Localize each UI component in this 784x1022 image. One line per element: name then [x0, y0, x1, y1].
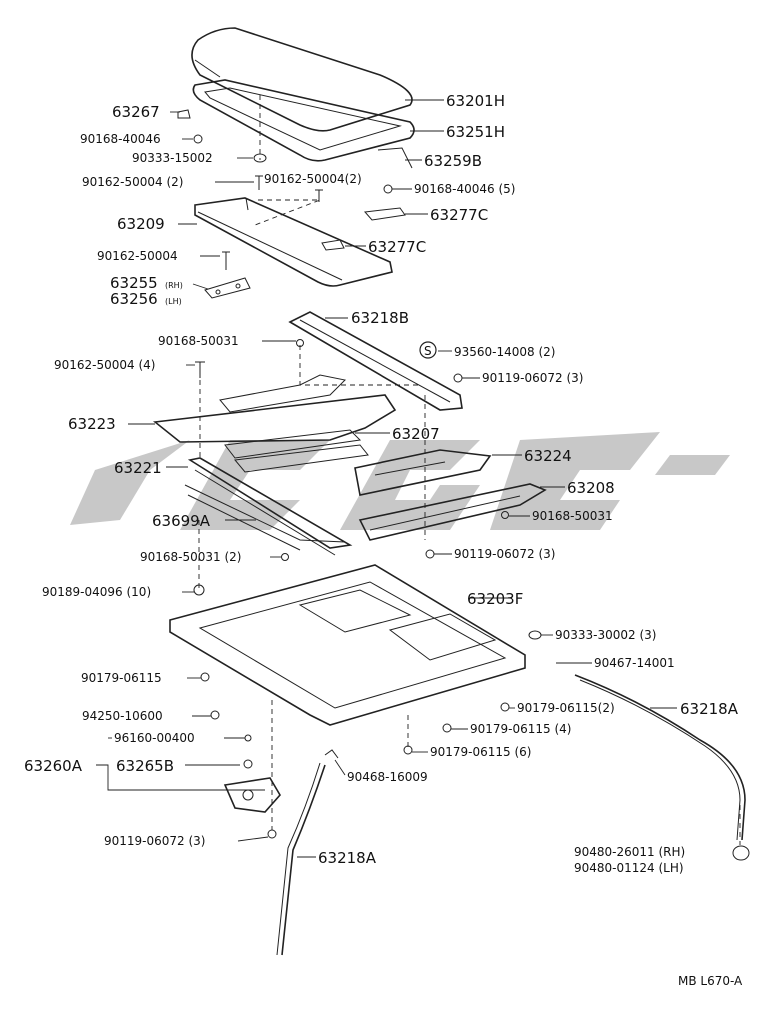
watermark-shape-1	[70, 440, 190, 525]
label-63221: 63221	[114, 459, 162, 477]
bracket-63277C-b	[321, 239, 345, 251]
label-63259B: 63259B	[424, 152, 482, 170]
diagram-code: MB L670-A	[678, 974, 743, 988]
guide-63699A	[184, 484, 346, 551]
label-63260A: 63260A	[24, 757, 83, 775]
label-93560-14008: 93560-14008 (2)	[454, 345, 556, 359]
holder-63255-63256	[204, 277, 251, 299]
label-93560-symbol: S	[424, 344, 432, 358]
label-90162-50004-4: 90162-50004 (4)	[54, 358, 156, 372]
clip-90179-06115-2	[500, 702, 510, 712]
drain-hose-63218A-lh	[276, 762, 326, 956]
label-90168-50031-2: 90168-50031 (2)	[140, 550, 242, 564]
label-90480-01124: 90480-01124 (LH)	[574, 861, 684, 875]
screw-90162-50004-b	[315, 189, 323, 202]
screw-90168-50031-c	[281, 553, 289, 561]
clip-90179-06115-a	[200, 672, 210, 682]
label-90168-40046-5: 90168-40046 (5)	[414, 182, 516, 196]
label-90179-06115-2: 90179-06115(2)	[517, 701, 615, 715]
label-90119-06072-b: 90119-06072 (3)	[454, 547, 556, 561]
label-63223: 63223	[68, 415, 116, 433]
bracket-63277C-a	[363, 207, 406, 221]
slider-63224	[354, 449, 492, 496]
label-90162-50004: 90162-50004	[97, 249, 178, 263]
screw-90162-50004-a	[255, 175, 263, 190]
label-90179-06115-4: 90179-06115 (4)	[470, 722, 572, 736]
drain-hose-63218A-rh	[574, 674, 746, 841]
clip-90333-30002	[528, 630, 542, 640]
label-63699A: 63699A	[152, 512, 211, 530]
label-63256: 63256	[110, 290, 158, 308]
label-63277C-b: 63277C	[368, 238, 426, 256]
label-63209: 63209	[117, 215, 165, 233]
label-63255-rh: (RH)	[165, 281, 183, 290]
label-63201H: 63201H	[446, 92, 505, 110]
label-90480-26011: 90480-26011 (RH)	[574, 845, 685, 859]
rail-63218B	[288, 311, 463, 411]
label-63277C-a: 63277C	[430, 206, 488, 224]
label-90168-50031-b: 90168-50031	[532, 509, 613, 523]
label-63265B: 63265B	[116, 757, 174, 775]
pin-96160-00400	[244, 734, 252, 742]
label-90168-50031-a: 90168-50031	[158, 334, 239, 348]
label-90333-15002: 90333-15002	[132, 151, 213, 165]
screw-90168-40046	[193, 134, 203, 144]
grommet-90480	[732, 845, 750, 861]
label-90179-06115-6: 90179-06115 (6)	[430, 745, 532, 759]
side-rail-63208	[358, 483, 547, 541]
label-90189-04096: 90189-04096 (10)	[42, 585, 151, 599]
label-63255: 63255	[110, 274, 158, 292]
label-90333-30002: 90333-30002 (3)	[555, 628, 657, 642]
part-labels: 63201H 63251H 63259B 63267 90168-40046 9…	[24, 92, 743, 988]
label-63218A-b: 63218A	[318, 849, 377, 867]
label-90179-06115-a: 90179-06115	[81, 671, 162, 685]
clip-90179-06115-4	[442, 723, 452, 733]
glass-panel-63201H	[191, 27, 413, 132]
screw-90168-50031-b	[501, 511, 509, 519]
special-symbol-circle	[419, 341, 437, 359]
panel-63207	[224, 429, 369, 473]
assembly-lines	[198, 95, 741, 845]
label-63218A-a: 63218A	[680, 700, 739, 718]
label-90467-14001: 90467-14001	[594, 656, 675, 670]
sunshade-63209	[194, 197, 393, 287]
screw-90162-50004-c	[222, 251, 230, 270]
label-90119-06072-a: 90119-06072 (3)	[482, 371, 584, 385]
screw-90168-40046-5	[383, 184, 393, 194]
label-90468-16009: 90468-16009	[347, 770, 428, 784]
clip-90468-16009	[324, 749, 339, 759]
nut-94250-10600	[210, 710, 220, 720]
label-96160-00400: 96160-00400	[114, 731, 195, 745]
watermark-shape-2	[180, 440, 330, 530]
label-63224: 63224	[524, 447, 572, 465]
label-63218B: 63218B	[351, 309, 409, 327]
weatherstrip-63251H	[192, 79, 415, 162]
screw-90162-50004-d	[195, 361, 205, 378]
clip-90179-06115-6	[403, 745, 413, 755]
label-90162-50004-2b: 90162-50004(2)	[264, 172, 362, 186]
label-90119-06072-c: 90119-06072 (3)	[104, 834, 206, 848]
screw-90119-06072-a	[453, 373, 463, 383]
label-63251H: 63251H	[446, 123, 505, 141]
label-63203F: 63203F	[467, 590, 523, 608]
label-90162-50004-2a: 90162-50004 (2)	[82, 175, 184, 189]
label-63207: 63207	[392, 425, 440, 443]
strip-63259B	[377, 147, 413, 169]
label-63267: 63267	[112, 103, 160, 121]
watermark-shape-4	[490, 432, 660, 530]
label-94250-10600: 94250-10600	[82, 709, 163, 723]
clip-63267	[177, 109, 191, 119]
label-90168-40046: 90168-40046	[80, 132, 161, 146]
leader-lines	[96, 99, 677, 858]
label-63208: 63208	[567, 479, 615, 497]
screw-90119-06072-c	[267, 829, 277, 839]
watermark-shape-5	[655, 455, 730, 475]
label-63256-lh: (LH)	[165, 297, 182, 306]
screw-90119-06072-b	[425, 549, 435, 559]
housing-63203F	[169, 564, 526, 726]
